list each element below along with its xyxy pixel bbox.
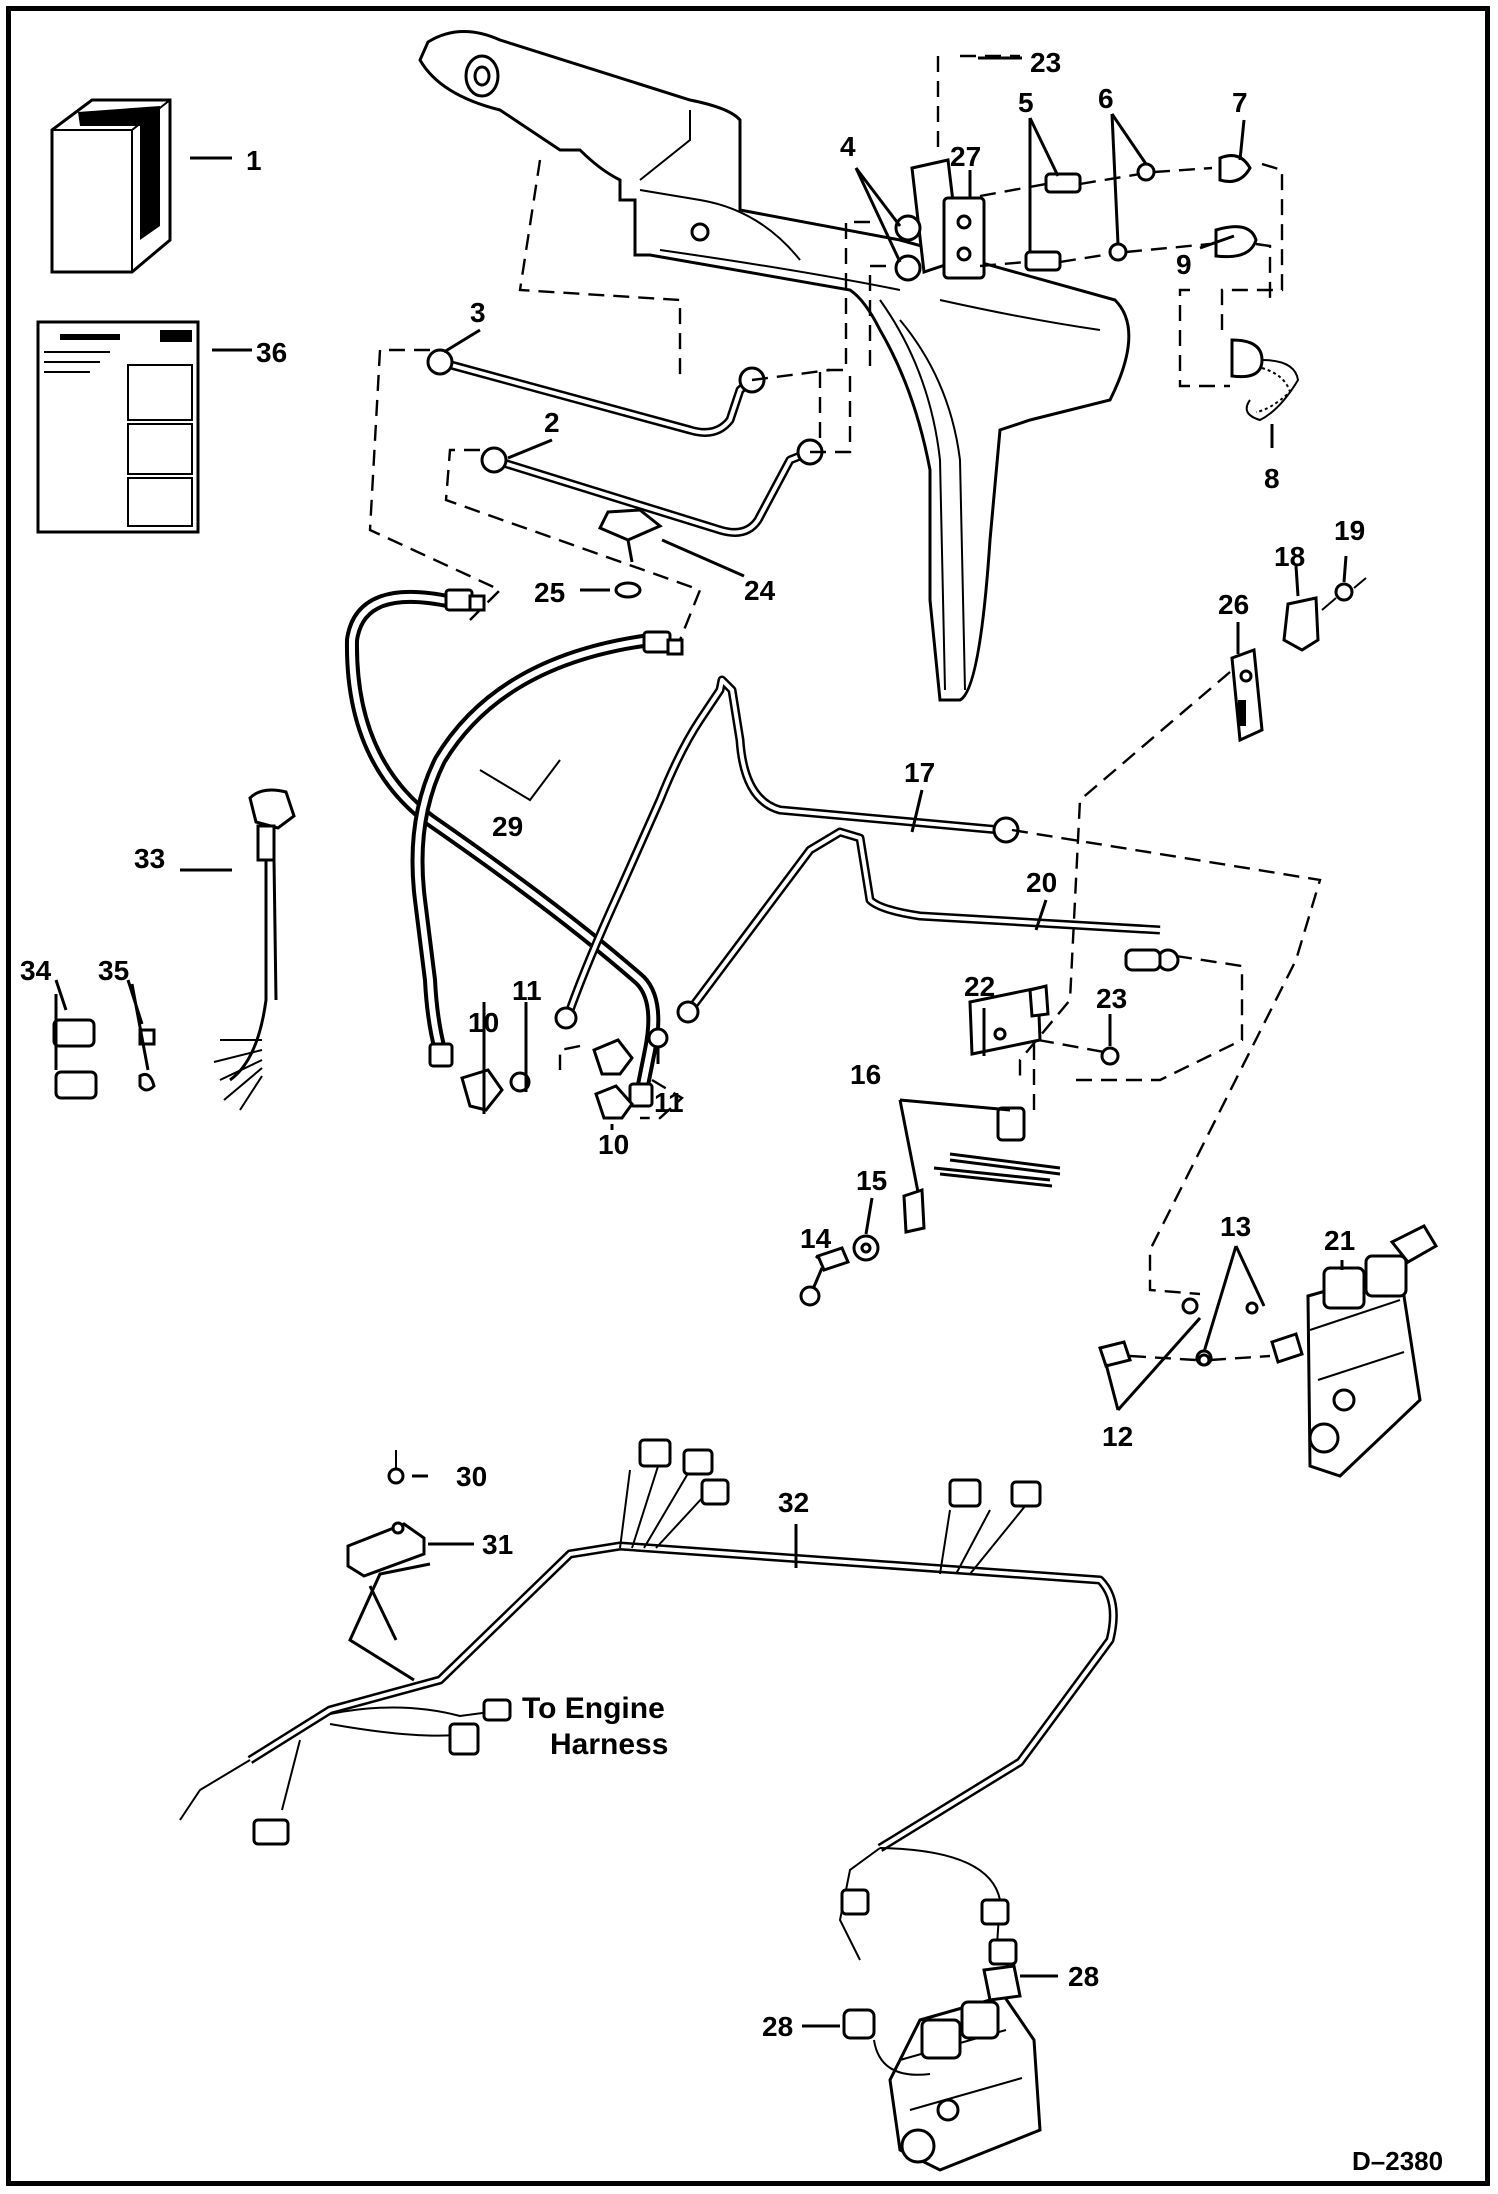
callout-6: 6 bbox=[1098, 83, 1114, 114]
diagram-border bbox=[6, 6, 1490, 2186]
hydraulic-hoses bbox=[344, 588, 684, 1108]
callout-8: 8 bbox=[1264, 463, 1280, 494]
assembly-lines-top bbox=[518, 54, 1284, 450]
callout-12: 12 bbox=[1102, 1421, 1133, 1452]
callout-18: 18 bbox=[1274, 541, 1305, 572]
callout-22: 22 bbox=[964, 971, 995, 1002]
callout-11-right: 11 bbox=[654, 1087, 684, 1118]
callout-4: 4 bbox=[840, 131, 856, 162]
solenoid-valve-upper bbox=[1098, 1224, 1439, 1478]
callout-14: 14 bbox=[800, 1223, 832, 1254]
callout-23-mid: 23 bbox=[1096, 983, 1127, 1014]
callout-23-top: 23 bbox=[1030, 47, 1061, 78]
clamp-hardware bbox=[799, 984, 1120, 1307]
callout-30: 30 bbox=[456, 1461, 487, 1492]
callout-35: 35 bbox=[98, 955, 129, 986]
bulkhead-bracket bbox=[894, 158, 986, 282]
callout-labels: 1 36 23 5 6 7 4 27 9 8 3 2 25 24 19 18 2… bbox=[20, 47, 1443, 2176]
callout-27: 27 bbox=[950, 141, 981, 172]
callout-3: 3 bbox=[470, 297, 486, 328]
callout-20: 20 bbox=[1026, 867, 1057, 898]
callout-7: 7 bbox=[1232, 87, 1248, 118]
kit-box bbox=[50, 98, 232, 274]
loader-arm bbox=[418, 30, 1131, 702]
callout-29: 29 bbox=[492, 811, 523, 842]
steel-tubes-lower bbox=[554, 675, 1180, 1030]
callout-25: 25 bbox=[534, 577, 565, 608]
callout-33: 33 bbox=[134, 843, 165, 874]
engine-harness-note-line1: To Engine bbox=[522, 1692, 665, 1725]
callout-1: 1 bbox=[246, 145, 262, 176]
tube-clamp bbox=[580, 508, 745, 599]
callout-28-left: 28 bbox=[762, 2011, 793, 2042]
instruction-sheet bbox=[36, 320, 252, 534]
callout-21: 21 bbox=[1324, 1225, 1355, 1256]
callout-26: 26 bbox=[1218, 589, 1249, 620]
callout-31: 31 bbox=[482, 1529, 513, 1560]
callout-28-right: 28 bbox=[1068, 1961, 1099, 1992]
callout-34: 34 bbox=[20, 955, 52, 986]
drawing-number: D–2380 bbox=[1352, 2146, 1443, 2176]
engine-harness-note-line2: Harness bbox=[550, 1728, 668, 1761]
callout-10-right: 10 bbox=[598, 1129, 629, 1160]
callout-11-left: 11 bbox=[512, 975, 542, 1006]
switch-harness bbox=[52, 788, 296, 1111]
steel-tubes-upper bbox=[368, 348, 852, 641]
callout-2: 2 bbox=[544, 407, 560, 438]
callout-16: 16 bbox=[850, 1059, 881, 1090]
callout-9: 9 bbox=[1176, 249, 1192, 280]
callout-15: 15 bbox=[856, 1165, 887, 1196]
mounting-plates bbox=[1011, 577, 1367, 1296]
callout-10-left: 10 bbox=[468, 1007, 499, 1038]
callout-24: 24 bbox=[744, 575, 776, 606]
callout-32: 32 bbox=[778, 1487, 809, 1518]
quick-couplers bbox=[1024, 154, 1300, 422]
fittings-10-11 bbox=[460, 1002, 685, 1130]
callout-17: 17 bbox=[904, 757, 935, 788]
callout-36: 36 bbox=[256, 337, 287, 368]
leader-lines bbox=[412, 56, 1348, 1568]
main-wiring-harness bbox=[179, 1438, 1118, 2040]
callout-5: 5 bbox=[1018, 87, 1034, 118]
callout-13: 13 bbox=[1220, 1211, 1251, 1242]
callout-19: 19 bbox=[1334, 515, 1365, 546]
solenoid-valve-lower bbox=[802, 1964, 1058, 2172]
